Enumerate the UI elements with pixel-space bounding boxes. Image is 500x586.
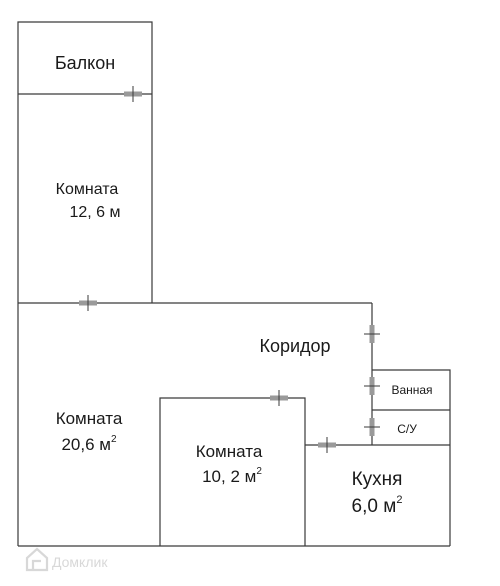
watermark: Домклик	[25, 547, 108, 572]
watermark-text: Домклик	[52, 554, 108, 570]
wall-balcony-room12	[17, 21, 153, 303]
room10-name: Комната	[196, 442, 263, 461]
wall-bathroom	[372, 369, 451, 546]
kitchen-area-sup: 2	[396, 494, 402, 506]
door-room10	[270, 390, 288, 406]
door-bathroom	[364, 377, 380, 395]
door-room12	[79, 295, 97, 311]
bathroom-label: Ванная	[391, 383, 432, 397]
room-labels: Балкон Комната 12, 6 м Коридор Комната 2…	[55, 53, 433, 517]
doors	[79, 86, 380, 453]
kitchen-area-value: 6,0 м	[352, 496, 397, 517]
door-kitchen	[318, 437, 336, 453]
room12-name: Комната	[56, 181, 119, 198]
room12-area: 12, 6 м	[69, 204, 120, 221]
room10-area-value: 10, 2 м	[202, 467, 256, 486]
room20-area-value: 20,6 м	[61, 435, 111, 454]
door-balcony	[124, 86, 142, 102]
kitchen-area: 6,0 м2	[352, 494, 403, 517]
balcony-label: Балкон	[55, 53, 115, 73]
room20-area: 20,6 м2	[61, 434, 117, 454]
room10-area: 10, 2 м2	[202, 466, 262, 486]
room10-area-sup: 2	[256, 466, 262, 477]
door-toilet	[364, 418, 380, 436]
toilet-label: С/У	[397, 422, 417, 436]
corridor-label: Коридор	[259, 336, 330, 356]
door-corridor	[364, 325, 380, 343]
domclick-logo-icon	[25, 547, 49, 572]
kitchen-name: Кухня	[352, 469, 403, 490]
wall-room10	[159, 397, 306, 546]
room20-name: Комната	[56, 409, 123, 428]
room20-area-sup: 2	[111, 434, 117, 445]
